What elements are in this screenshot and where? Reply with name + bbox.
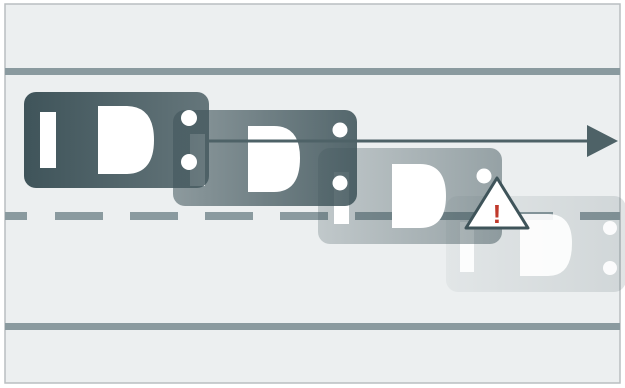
lane-dash <box>55 212 103 220</box>
lane-dash <box>5 212 27 220</box>
car-top-view-icon <box>24 92 209 188</box>
lane-line-top <box>5 68 620 75</box>
lane-line-bottom <box>5 323 620 330</box>
lane-dash <box>130 212 178 220</box>
warning-mark: ! <box>493 199 502 229</box>
lane-dash <box>205 212 253 220</box>
